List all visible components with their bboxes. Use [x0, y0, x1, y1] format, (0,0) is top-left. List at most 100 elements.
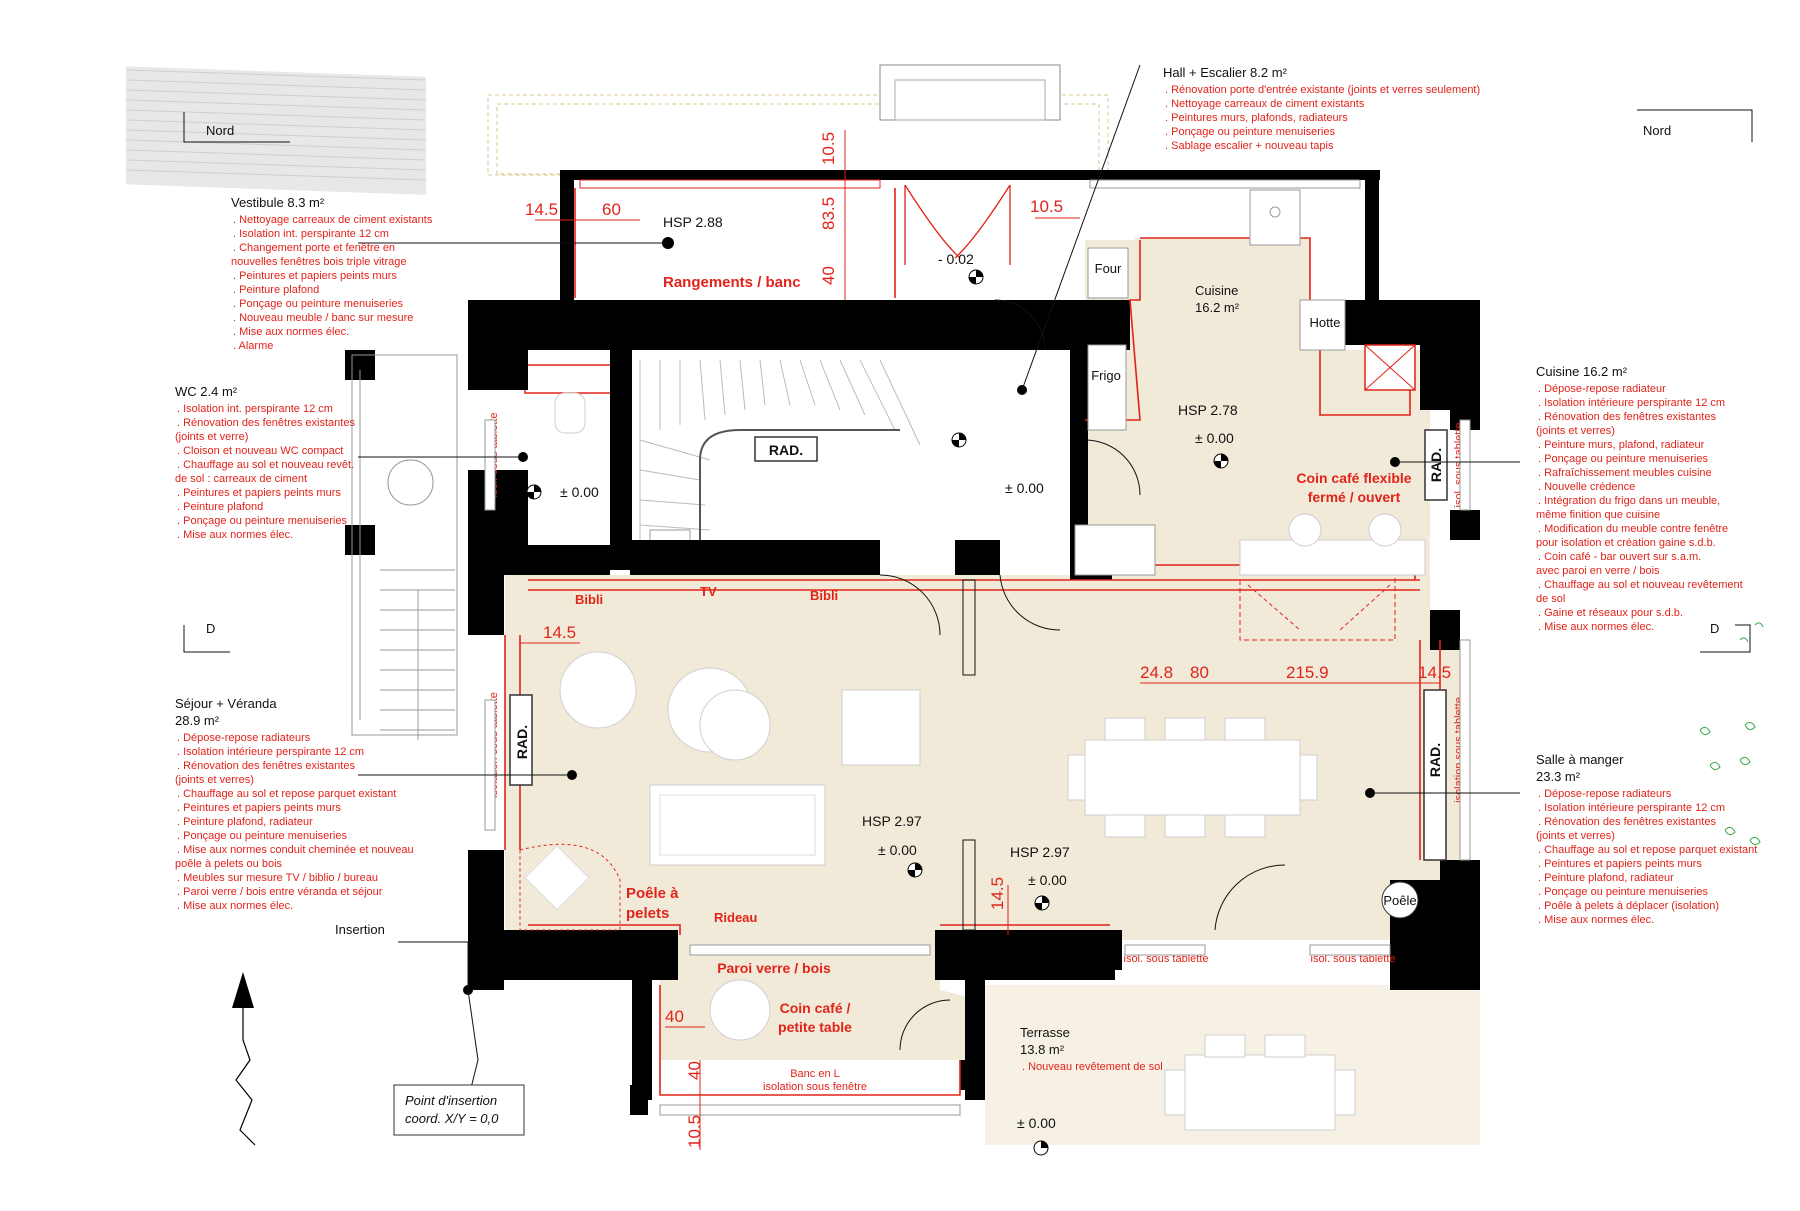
svg-text:. Peinture plafond, radiateur: . Peinture plafond, radiateur — [1538, 872, 1674, 884]
svg-text:. Mise aux normes élec.: . Mise aux normes élec. — [233, 326, 349, 338]
svg-text:. Rénovation des fenêtres exis: . Rénovation des fenêtres existantes — [1538, 816, 1716, 828]
level-entry: - 0.02 — [938, 251, 974, 267]
svg-text:Vestibule 8.3 m²: Vestibule 8.3 m² — [231, 195, 325, 210]
svg-text:. Rénovation des fenêtres exis: . Rénovation des fenêtres existantes — [177, 417, 355, 429]
svg-text:. Isolation int. perspirante 1: . Isolation int. perspirante 12 cm — [177, 403, 333, 415]
dim-8: 24.8 — [1140, 663, 1173, 682]
doors — [879, 299, 1286, 1051]
svg-text:. Chauffage au sol et repose p: . Chauffage au sol et repose parquet exi… — [1538, 844, 1757, 856]
four-label: Four — [1095, 261, 1122, 276]
svg-text:. Rénovation des fenêtres exis: . Rénovation des fenêtres existantes — [177, 760, 355, 772]
svg-text:. Chauffage au sol et repose p: . Chauffage au sol et repose parquet exi… — [177, 788, 396, 800]
insertion-box-line2: coord. X/Y = 0,0 — [405, 1111, 499, 1126]
svg-text:. Nouvelle crédence: . Nouvelle crédence — [1538, 481, 1635, 493]
svg-text:. Mise aux normes élec.: . Mise aux normes élec. — [177, 529, 293, 541]
svg-text:. Isolation intérieure perspir: . Isolation intérieure perspirante 12 cm — [1538, 802, 1725, 814]
svg-text:. Alarme: . Alarme — [233, 340, 273, 352]
paroi-label: Paroi verre / bois — [717, 960, 831, 976]
svg-text:. Meubles sur mesure TV / bibl: . Meubles sur mesure TV / biblio / burea… — [177, 872, 378, 884]
svg-text:. Intégration du frigo dans un: . Intégration du frigo dans un meuble, — [1538, 495, 1720, 507]
level-terrasse: ± 0.00 — [1017, 1115, 1056, 1131]
plant-icon — [1699, 622, 1764, 846]
svg-text:Salle à manger: Salle à manger — [1536, 752, 1624, 767]
svg-text:WC 2.4 m²: WC 2.4 m² — [175, 384, 238, 399]
hsp-vestibule: HSP 2.88 — [663, 214, 723, 230]
svg-text:pour isolation et création gai: pour isolation et création gaine s.d.b. — [1536, 537, 1716, 549]
svg-text:. Sablage escalier + nouveau t: . Sablage escalier + nouveau tapis — [1165, 140, 1334, 152]
svg-text:. Chauffage au sol et nouveau: . Chauffage au sol et nouveau revêtement — [1538, 579, 1743, 591]
svg-text:. Poêle à pelets à déplacer (i: . Poêle à pelets à déplacer (isolation) — [1538, 900, 1719, 912]
svg-text:Séjour + Véranda: Séjour + Véranda — [175, 696, 277, 711]
poele-label-2: pelets — [626, 905, 669, 922]
coin-cafe-label-1: Coin café / — [780, 1000, 851, 1016]
svg-text:Cuisine 16.2 m²: Cuisine 16.2 m² — [1536, 364, 1628, 379]
dimensions: 14.5 60 10.5 83.5 40 10.5 14.5 24.8 80 2… — [520, 130, 1451, 1150]
svg-text:. Mise aux normes élec.: . Mise aux normes élec. — [1538, 914, 1654, 926]
bibli-left-label: Bibli — [575, 592, 603, 607]
svg-text:nouvelles fenêtres bois triple: nouvelles fenêtres bois triple vitrage — [231, 256, 406, 268]
svg-text:poêle à pelets ou bois: poêle à pelets ou bois — [175, 858, 283, 870]
dim-1: 14.5 — [525, 200, 558, 219]
hsp-salle: HSP 2.97 — [1010, 844, 1070, 860]
svg-text:. Dépose-repose radiateur: . Dépose-repose radiateur — [1538, 383, 1666, 395]
isol-label-bottom-right: isol. sous tablette — [1311, 953, 1396, 965]
svg-text:avec paroi en verre / bois: avec paroi en verre / bois — [1536, 565, 1660, 577]
insertion-box-line1: Point d'insertion — [405, 1093, 497, 1108]
dim-5: 40 — [819, 266, 838, 285]
svg-text:Hall + Escalier 8.2 m²: Hall + Escalier 8.2 m² — [1163, 65, 1288, 80]
dim-4: 83.5 — [819, 197, 838, 230]
cuisine-name: Cuisine — [1195, 283, 1238, 298]
svg-text:. Peintures et papiers peints: . Peintures et papiers peints murs — [233, 270, 397, 282]
staircase: RAD. — [632, 350, 932, 561]
north-plaque-left: Nord — [125, 66, 427, 195]
svg-text:. Ponçage ou peinture menuiser: . Ponçage ou peinture menuiseries — [1538, 453, 1708, 465]
svg-text:. Gaine et réseaux pour s.d.b.: . Gaine et réseaux pour s.d.b. — [1538, 607, 1683, 619]
dim-15: 10.5 — [685, 1115, 704, 1148]
rad-label-stair: RAD. — [769, 442, 803, 458]
hsp-cuisine: HSP 2.78 — [1178, 402, 1238, 418]
svg-text:. Peintures et papiers peints: . Peintures et papiers peints murs — [177, 802, 341, 814]
svg-text:(joints et verre): (joints et verre) — [175, 431, 248, 443]
hotte-label: Hotte — [1309, 315, 1340, 330]
svg-text:. Rénovation des fenêtres exis: . Rénovation des fenêtres existantes — [1538, 411, 1716, 423]
svg-text:. Ponçage ou peinture menuiser: . Ponçage ou peinture menuiseries — [177, 515, 347, 527]
windows — [484, 419, 1471, 1116]
dim-13: 40 — [665, 1007, 684, 1026]
svg-text:. Nettoyage carreaux de ciment: . Nettoyage carreaux de ciment existants — [1165, 98, 1365, 110]
svg-text:. Modification du meuble contr: . Modification du meuble contre fenêtre — [1538, 523, 1728, 535]
level-salle: ± 0.00 — [1028, 872, 1067, 888]
banc-label-2: isolation sous fenêtre — [763, 1081, 867, 1093]
poele-label-1: Poêle à — [626, 885, 679, 902]
svg-text:28.9 m²: 28.9 m² — [175, 713, 220, 728]
level-cuisine: ± 0.00 — [1195, 430, 1234, 446]
hsp-sejour: HSP 2.97 — [862, 813, 922, 829]
bibli-right-label: Bibli — [810, 588, 838, 603]
svg-text:. Dépose-repose radiateurs: . Dépose-repose radiateurs — [177, 732, 311, 744]
svg-text:. Isolation int. perspirante 1: . Isolation int. perspirante 12 cm — [233, 228, 389, 240]
svg-text:même finition que cuisine: même finition que cuisine — [1536, 509, 1660, 521]
dim-6: 10.5 — [1030, 197, 1063, 216]
svg-text:. Ponçage ou peinture menuiser: . Ponçage ou peinture menuiseries — [177, 830, 347, 842]
rangements-label: Rangements / banc — [663, 274, 801, 291]
dim-14: 40 — [685, 1061, 704, 1080]
section-marker-right: D — [1710, 621, 1719, 636]
section-marker-left: D — [206, 621, 215, 636]
svg-text:. Mise aux normes élec.: . Mise aux normes élec. — [1538, 621, 1654, 633]
entry-steps — [351, 354, 458, 740]
svg-text:23.3 m²: 23.3 m² — [1536, 769, 1581, 784]
rad-label-sejour: RAD. — [514, 725, 530, 759]
frigo-label: Frigo — [1091, 368, 1121, 383]
svg-text:. Nouveau meuble / banc sur me: . Nouveau meuble / banc sur mesure — [233, 312, 413, 324]
svg-text:. Isolation intérieure perspir: . Isolation intérieure perspirante 12 cm — [177, 746, 364, 758]
svg-text:. Peinture plafond: . Peinture plafond — [233, 284, 319, 296]
dim-2: 60 — [602, 200, 621, 219]
svg-text:. Dépose-repose radiateurs: . Dépose-repose radiateurs — [1538, 788, 1672, 800]
north-label-left: Nord — [206, 123, 234, 138]
svg-text:. Nouveau revêtement de sol: . Nouveau revêtement de sol — [1022, 1061, 1163, 1073]
svg-text:. Rénovation porte d'entrée ex: . Rénovation porte d'entrée existante (j… — [1165, 84, 1480, 96]
tv-label: TV — [700, 584, 717, 599]
rad-label-salle: RAD. — [1427, 743, 1443, 777]
annotation-vestibule: Vestibule 8.3 m² . Nettoyage carreaux de… — [231, 195, 433, 352]
svg-text:. Coin café - bar ouvert sur s: . Coin café - bar ouvert sur s.a.m. — [1538, 551, 1701, 563]
svg-text:. Ponçage ou peinture menuiser: . Ponçage ou peinture menuiseries — [233, 298, 403, 310]
